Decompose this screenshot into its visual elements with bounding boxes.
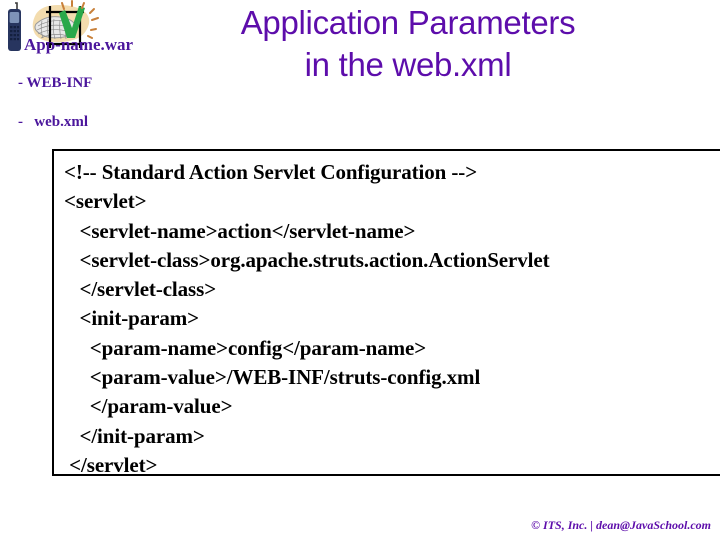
code-line: </servlet-class>	[64, 277, 217, 302]
mobile-phone-icon	[8, 2, 21, 51]
code-line: </servlet>	[64, 452, 158, 476]
outline-item-web-inf: - WEB-INF	[18, 75, 93, 91]
code-line: </param-value>	[64, 394, 233, 419]
code-line: <param-value>/WEB-INF/struts-config.xml	[64, 365, 481, 390]
phone-keypad-checkmark-clipart	[6, 0, 110, 54]
outline-item-app-name-war: App-name.war	[24, 35, 134, 54]
outline-item-web-xml: - web.xml	[18, 114, 88, 130]
code-line: <!-- Standard Action Servlet Configurati…	[64, 160, 478, 184]
directory-outline: App-name.war - WEB-INF - web.xml	[0, 34, 220, 132]
code-line: <servlet-class>org.apache.struts.action.…	[64, 247, 550, 272]
xml-code-lines: <!-- Standard Action Servlet Configurati…	[54, 151, 720, 476]
code-line: </init-param>	[64, 423, 205, 448]
code-line: <servlet-name>action</servlet-name>	[64, 218, 416, 243]
code-line: <servlet>	[64, 189, 147, 214]
xml-code-box: <!-- Standard Action Servlet Configurati…	[52, 149, 720, 476]
slide-title: Application Parameters in the web.xml	[240, 4, 576, 83]
footer-credit: © ITS, Inc. | dean@JavaSchool.com	[531, 518, 711, 532]
code-line: <init-param>	[64, 306, 200, 331]
code-line: <param-name>config</param-name>	[64, 335, 427, 360]
